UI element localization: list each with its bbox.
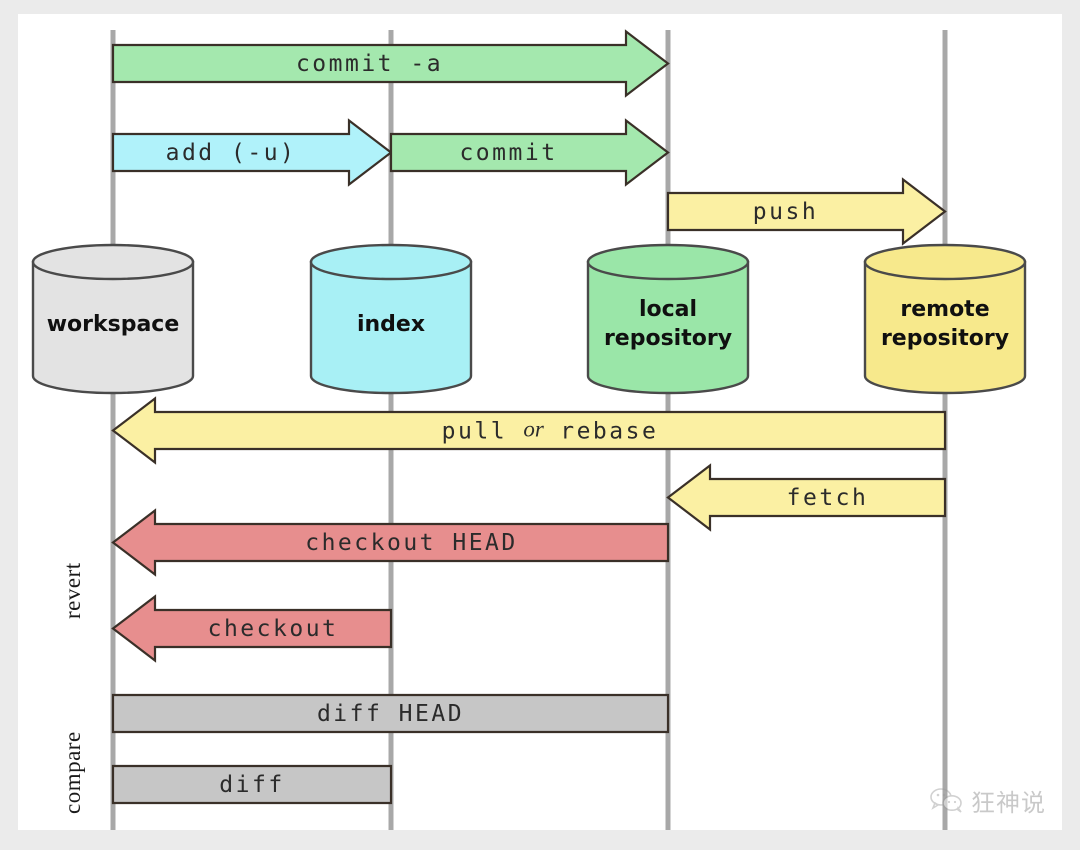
watermark: 狂神说 bbox=[930, 783, 1046, 818]
arrow-label-checkout: checkout bbox=[208, 616, 339, 642]
node-top-remote-repository bbox=[863, 243, 1027, 281]
node-body-local-repository bbox=[586, 260, 750, 395]
node-top-local-repository bbox=[586, 243, 750, 281]
node-label-remote-repository: repository bbox=[881, 326, 1009, 351]
arrow-pull-or-rebase: pull or rebase bbox=[111, 396, 947, 465]
arrow-label-diff: diff bbox=[219, 772, 284, 798]
node-label-index: index bbox=[357, 312, 425, 337]
arrow-shape-diff-head bbox=[111, 693, 670, 734]
node-label-local-repository: local bbox=[639, 297, 697, 322]
watermark-text: 狂神说 bbox=[971, 789, 1046, 817]
node-body-remote-repository bbox=[863, 260, 1027, 395]
lane-label-compare: compare bbox=[60, 731, 85, 814]
node-body-index bbox=[309, 260, 473, 395]
node-body-workspace bbox=[31, 260, 195, 395]
arrow-label-add-u: add (-u) bbox=[166, 140, 297, 166]
diagram-canvas: commit -a add (-u) commit push pull or rebas… bbox=[18, 14, 1062, 830]
arrow-shape-pull-or-rebase bbox=[111, 396, 947, 465]
arrow-shape-checkout bbox=[111, 594, 393, 663]
arrow-checkout: checkout bbox=[111, 594, 393, 663]
lane-label-revert: revert bbox=[60, 562, 85, 619]
node-label-local-repository: repository bbox=[604, 326, 732, 351]
arrow-label-push: push bbox=[753, 199, 818, 225]
arrow-shape-commit bbox=[389, 118, 670, 187]
arrow-diff: diff bbox=[111, 764, 393, 805]
arrow-shape-add-u bbox=[111, 118, 393, 187]
node-index: index bbox=[309, 243, 473, 395]
arrow-diff-head: diff HEAD bbox=[111, 693, 670, 734]
arrow-label-checkout-head: checkout HEAD bbox=[305, 530, 518, 556]
wechat-icon bbox=[930, 787, 962, 813]
node-top-workspace bbox=[31, 243, 195, 281]
arrow-label-diff-head: diff HEAD bbox=[317, 701, 464, 727]
arrow-shape-push bbox=[666, 177, 947, 246]
arrow-shape-fetch bbox=[666, 463, 947, 532]
node-workspace: workspace bbox=[31, 243, 195, 395]
node-local-repository: local repository bbox=[586, 243, 750, 395]
arrow-label-commit-a: commit -a bbox=[296, 51, 443, 77]
arrow-commit: commit bbox=[389, 118, 670, 187]
arrow-fetch: fetch bbox=[666, 463, 947, 532]
arrow-checkout-head: checkout HEAD bbox=[111, 508, 670, 577]
arrow-shape-diff bbox=[111, 764, 393, 805]
arrow-shape-commit-a bbox=[111, 29, 670, 98]
node-label-workspace: workspace bbox=[47, 312, 180, 337]
arrow-label-commit: commit bbox=[459, 140, 557, 166]
node-label-remote-repository: remote bbox=[900, 297, 989, 322]
arrow-label-pull-or-rebase: pull or rebase bbox=[442, 417, 659, 444]
git-workflow-svg: commit -a add (-u) commit push pull or rebas… bbox=[31, 29, 1027, 830]
arrow-add-u: add (-u) bbox=[111, 118, 393, 187]
arrow-push: push bbox=[666, 177, 947, 246]
node-top-index bbox=[309, 243, 473, 281]
node-remote-repository: remote repository bbox=[863, 243, 1027, 395]
arrow-label-fetch: fetch bbox=[787, 485, 869, 511]
arrow-shape-checkout-head bbox=[111, 508, 670, 577]
arrow-commit-a: commit -a bbox=[111, 29, 670, 98]
